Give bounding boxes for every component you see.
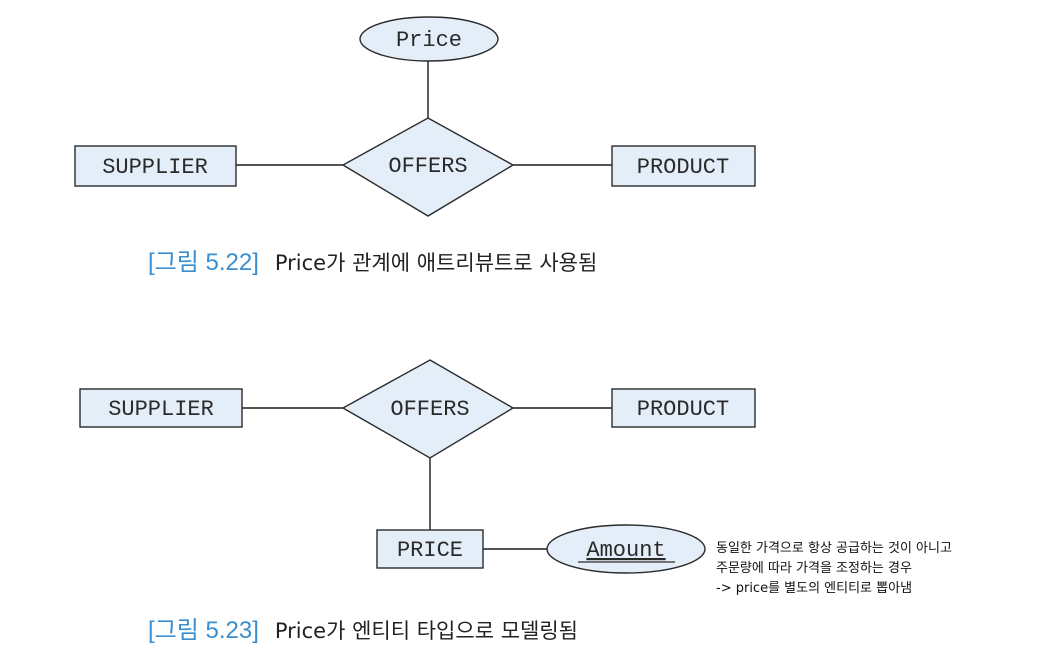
- entity-price: PRICE: [376, 529, 484, 569]
- entity-price-label: PRICE: [397, 538, 463, 563]
- figure-caption-5-22: [그림 5.22] Price가 관계에 애트리뷰트로 사용됨: [148, 249, 597, 276]
- attribute-price: Price: [359, 16, 499, 62]
- caption-text-5-22: Price가 관계에 애트리뷰트로 사용됨: [275, 251, 597, 275]
- entity-supplier: SUPPLIER: [79, 388, 243, 428]
- caption-number-5-22: [그림 5.22]: [148, 249, 259, 276]
- entity-supplier-label: SUPPLIER: [102, 155, 208, 180]
- entity-product: PRODUCT: [611, 388, 756, 428]
- key-attribute-amount: Amount: [546, 524, 706, 574]
- key-attribute-amount-label: Amount: [586, 538, 665, 563]
- figure-5-23: OFFERS SUPPLIER PRODUCT PRICE Amount [그림…: [79, 359, 756, 644]
- annotation-line-3: -> price를 별도의 엔티티로 뽑아냄: [716, 581, 912, 596]
- annotation-line-2: 주문량에 따라 가격을 조정하는 경우: [716, 561, 912, 576]
- caption-text-5-23: Price가 엔티티 타입으로 모델링됨: [275, 619, 578, 643]
- entity-product-label: PRODUCT: [637, 155, 729, 180]
- figure-5-22: Price OFFERS SUPPLIER PRODUCT [그림 5.22] …: [74, 16, 756, 276]
- relationship-offers-label: OFFERS: [388, 154, 467, 179]
- figure-caption-5-23: [그림 5.23] Price가 엔티티 타입으로 모델링됨: [148, 617, 578, 644]
- entity-product-label: PRODUCT: [637, 397, 729, 422]
- relationship-offers-label: OFFERS: [390, 397, 469, 422]
- relationship-offers: OFFERS: [341, 359, 515, 459]
- annotation-note: 동일한 가격으로 항상 공급하는 것이 아니고 주문량에 따라 가격을 조정하는…: [716, 541, 952, 596]
- entity-product: PRODUCT: [611, 145, 756, 187]
- entity-supplier-label: SUPPLIER: [108, 397, 214, 422]
- attribute-price-label: Price: [396, 28, 462, 53]
- entity-supplier: SUPPLIER: [74, 145, 237, 187]
- caption-number-5-23: [그림 5.23]: [148, 617, 259, 644]
- relationship-offers: OFFERS: [341, 117, 515, 217]
- annotation-line-1: 동일한 가격으로 항상 공급하는 것이 아니고: [716, 541, 952, 556]
